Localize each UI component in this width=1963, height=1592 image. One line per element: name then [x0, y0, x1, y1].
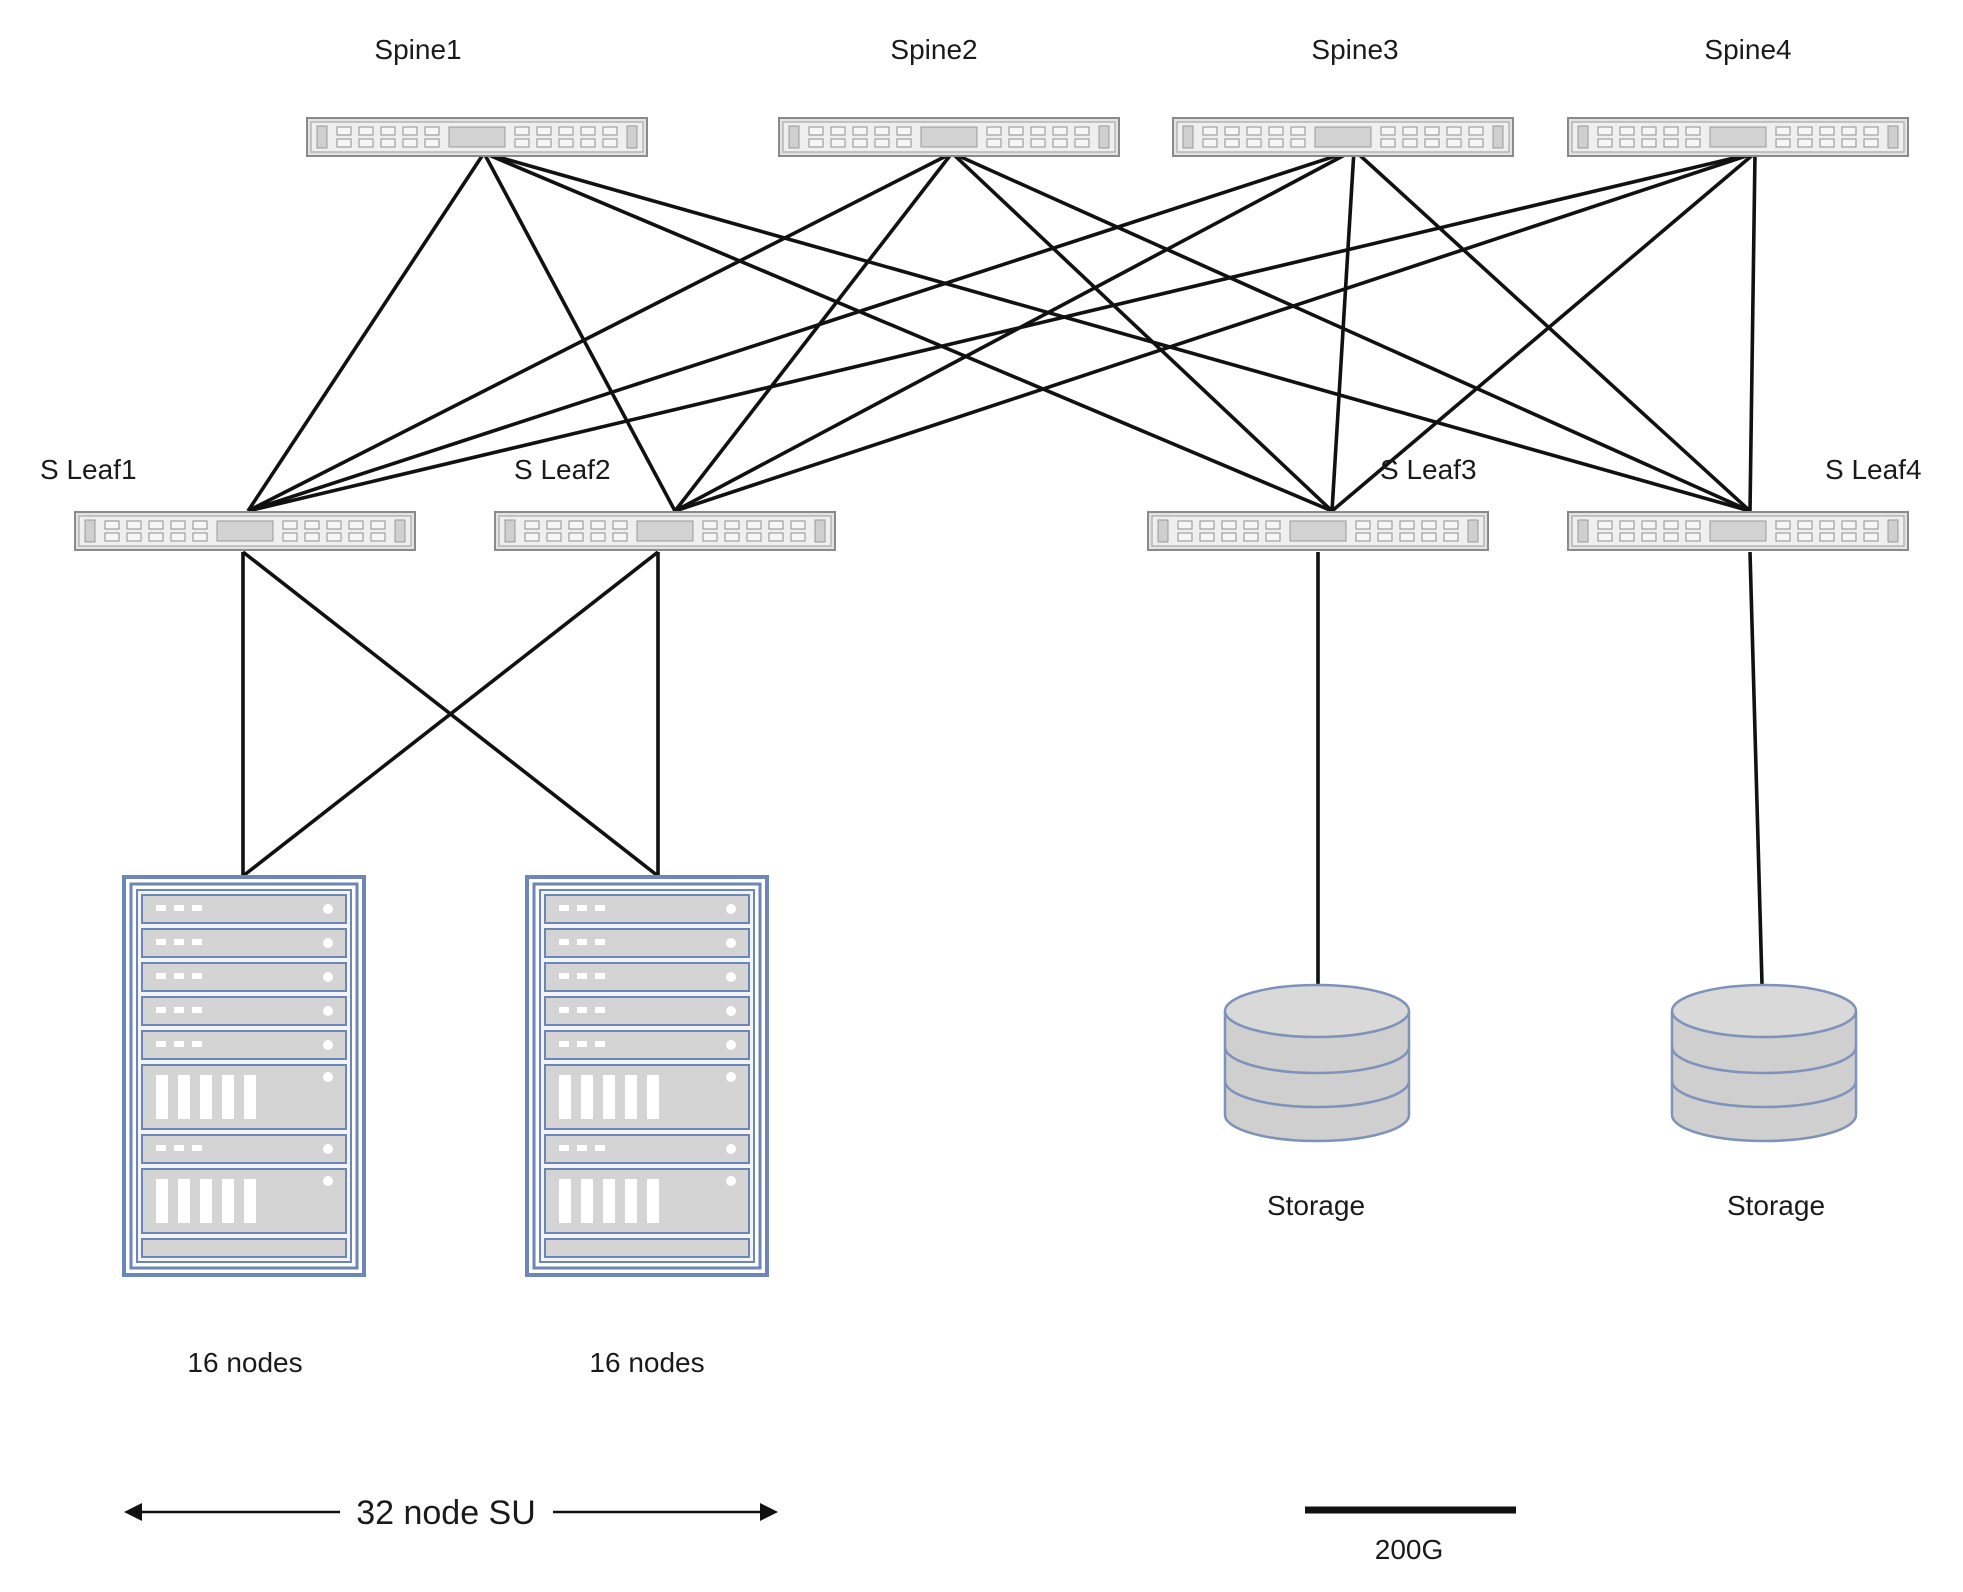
- compute-rack-right: [525, 875, 769, 1277]
- storage-right: [1670, 983, 1858, 1143]
- spine-switch-3: [1172, 117, 1514, 157]
- compute-left-label: 16 nodes: [187, 1347, 302, 1378]
- compute-right-label: 16 nodes: [589, 1347, 704, 1378]
- leaf-label-3: S Leaf3: [1380, 454, 1477, 485]
- storage-right-label: Storage: [1727, 1190, 1825, 1221]
- legend: 200G: [1305, 1506, 1516, 1565]
- storage-left-label: Storage: [1267, 1190, 1365, 1221]
- spine-switch-1: [306, 117, 648, 157]
- leaf-switch-2: [494, 511, 836, 551]
- legend-link-label: 200G: [1375, 1534, 1444, 1565]
- su-span-arrow: [124, 1503, 778, 1521]
- spine-leaf-links: [246, 148, 1757, 513]
- spine-label-2: Spine2: [890, 34, 977, 65]
- spine-label-3: Spine3: [1311, 34, 1398, 65]
- spine-label-4: Spine4: [1704, 34, 1791, 65]
- storage-left: [1223, 983, 1411, 1143]
- leaf-label-4: S Leaf4: [1825, 454, 1922, 485]
- leaf-switch-1: [74, 511, 416, 551]
- compute-rack-left: [122, 875, 366, 1277]
- leaf-label-2: S Leaf2: [514, 454, 611, 485]
- leaf-switch-3: [1147, 511, 1489, 551]
- su-label: 32 node SU: [356, 1494, 536, 1532]
- spine-switch-2: [778, 117, 1120, 157]
- leaf-label-1: S Leaf1: [40, 454, 137, 485]
- leaf-downlinks: [241, 550, 1764, 985]
- spine-label-1: Spine1: [374, 34, 461, 65]
- spine-switch-4: [1567, 117, 1909, 157]
- leaf-switch-4: [1567, 511, 1909, 551]
